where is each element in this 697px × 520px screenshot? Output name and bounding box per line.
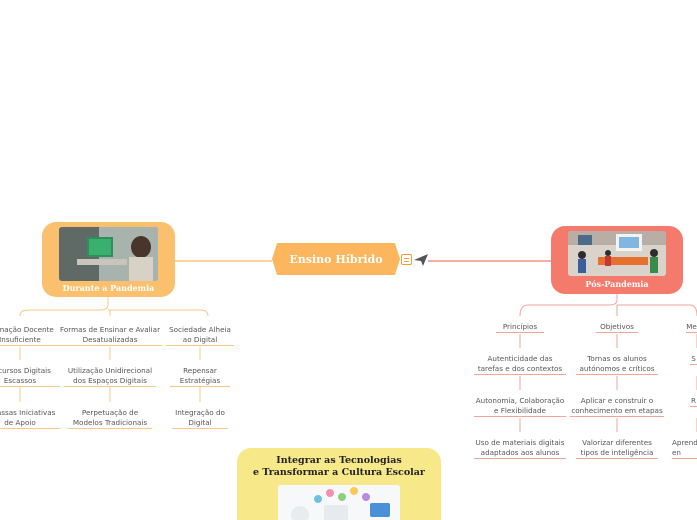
subtopic-principios[interactable]: Princípios xyxy=(496,322,544,333)
subtopic-repensar-estrategias[interactable]: Repensar Estratégias xyxy=(170,366,230,387)
subtopic-uso-materiais[interactable]: Uso de materiais digitais adaptados aos … xyxy=(474,438,566,459)
subtopic-formas-de-ensinar[interactable]: Formas de Ensinar e Avaliar Desatualizad… xyxy=(58,325,162,346)
subtopic-perpetuacao-modelos[interactable]: Perpetuação de Modelos Tradicionais xyxy=(68,408,152,429)
topic-image xyxy=(278,485,400,520)
subtopic-objetivos[interactable]: Objetivos xyxy=(596,322,638,333)
durante-pandemia-title: Durante a Pandemia xyxy=(62,283,155,293)
central-topic-label: Ensino Híbrido xyxy=(289,252,383,266)
subtopic-r[interactable]: R xyxy=(690,396,697,407)
subtopic-aprend[interactable]: Aprend en xyxy=(672,438,697,459)
subtopic-recursos-digitais[interactable]: Recursos Digitais Escassos xyxy=(0,366,60,387)
subtopic-aplicar-construir[interactable]: Aplicar e construir o conhecimento em et… xyxy=(570,396,664,417)
subtopic-sociedade-alheia[interactable]: Sociedade Alheia ao Digital xyxy=(166,325,234,346)
pos-pandemia-topic[interactable]: Pós-Pandemia xyxy=(551,226,683,294)
subtopic-autenticidade[interactable]: Autenticidade das tarefas e dos contexto… xyxy=(474,354,566,375)
subtopic-tornar-alunos-autonomos[interactable]: Tornas os alunos autónomos e críticos xyxy=(576,354,658,375)
floating-topic-title: Integrar as Tecnologias e Transformar a … xyxy=(253,455,425,478)
collapse-toggle-icon[interactable] xyxy=(401,254,412,265)
subtopic-formacao-docente[interactable]: Formação Docente Insuficiente xyxy=(0,325,60,346)
subtopic-escassas-iniciativas[interactable]: Escassas Iniciativas de Apoio xyxy=(0,408,60,429)
subtopic-integracao-digital[interactable]: Integração do Digital xyxy=(172,408,228,429)
floating-topic-integrar-tecnologias[interactable]: Integrar as Tecnologias e Transformar a … xyxy=(237,448,441,520)
pos-pandemia-title: Pós-Pandemia xyxy=(585,279,649,289)
subtopic-me[interactable]: Me xyxy=(686,322,697,333)
durante-pandemia-topic[interactable]: Durante a Pandemia xyxy=(42,222,175,297)
subtopic-valorizar-inteligencia[interactable]: Valorizar diferentes tipos de inteligênc… xyxy=(576,438,658,459)
topic-image xyxy=(59,227,158,281)
subtopic-autonomia-colaboracao[interactable]: Autonomia, Colaboração e Flexibilidade xyxy=(474,396,566,417)
paper-plane-icon[interactable] xyxy=(414,254,428,266)
subtopic-s[interactable]: S xyxy=(690,354,697,365)
topic-image xyxy=(568,231,666,276)
central-topic[interactable]: Ensino Híbrido xyxy=(272,243,400,275)
subtopic-utilizacao-unidirecional[interactable]: Utilização Unidirecional dos Espaços Dig… xyxy=(64,366,156,387)
